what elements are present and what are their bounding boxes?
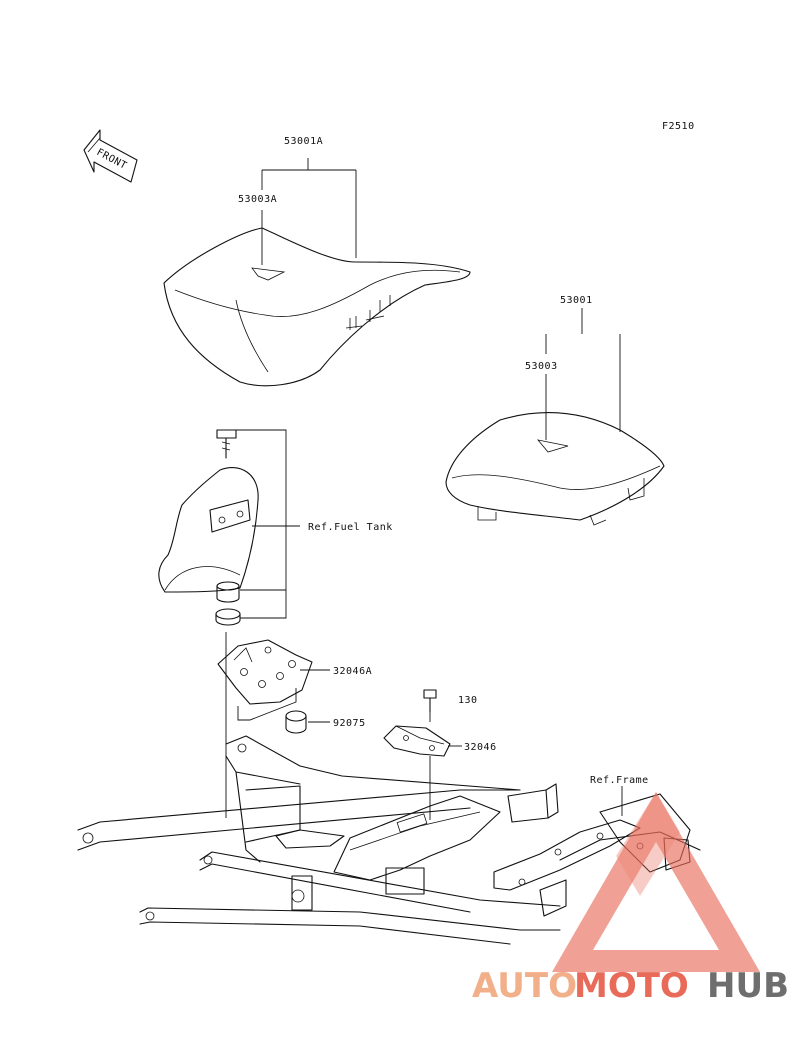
fuel-tank-mount-drawing	[158, 429, 259, 626]
label-53001A: 53001A	[284, 136, 323, 147]
label-53003: 53003	[525, 361, 558, 372]
frame-drawing	[77, 735, 701, 945]
label-ref-fuel-tank: Ref.Fuel Tank	[308, 522, 393, 533]
label-53001: 53001	[560, 295, 593, 306]
figure-code: F2510	[662, 121, 695, 132]
label-53003A: 53003A	[238, 194, 277, 205]
watermark-hub: HUB	[707, 966, 789, 1006]
label-92075: 92075	[333, 718, 366, 729]
watermark-logo	[552, 792, 760, 972]
label-130: 130	[458, 695, 478, 706]
watermark-auto: AUTO	[472, 966, 577, 1006]
front-arrow-icon: FRONT	[83, 129, 138, 183]
bolt-130-drawing	[423, 689, 437, 713]
bracket-32046A-drawing	[217, 639, 313, 705]
watermark-moto: MOTO	[574, 966, 689, 1006]
watermark-text: AUTO MOTO HUB	[472, 966, 789, 1006]
rear-seat-drawing	[445, 412, 665, 526]
label-32046A: 32046A	[333, 666, 372, 677]
bracket-32046-drawing	[383, 725, 451, 757]
front-arrow-label: FRONT	[95, 147, 129, 172]
label-ref-frame: Ref.Frame	[590, 775, 649, 786]
damper-92075-drawing	[285, 710, 307, 734]
front-seat-drawing	[163, 227, 471, 387]
label-32046: 32046	[464, 742, 497, 753]
